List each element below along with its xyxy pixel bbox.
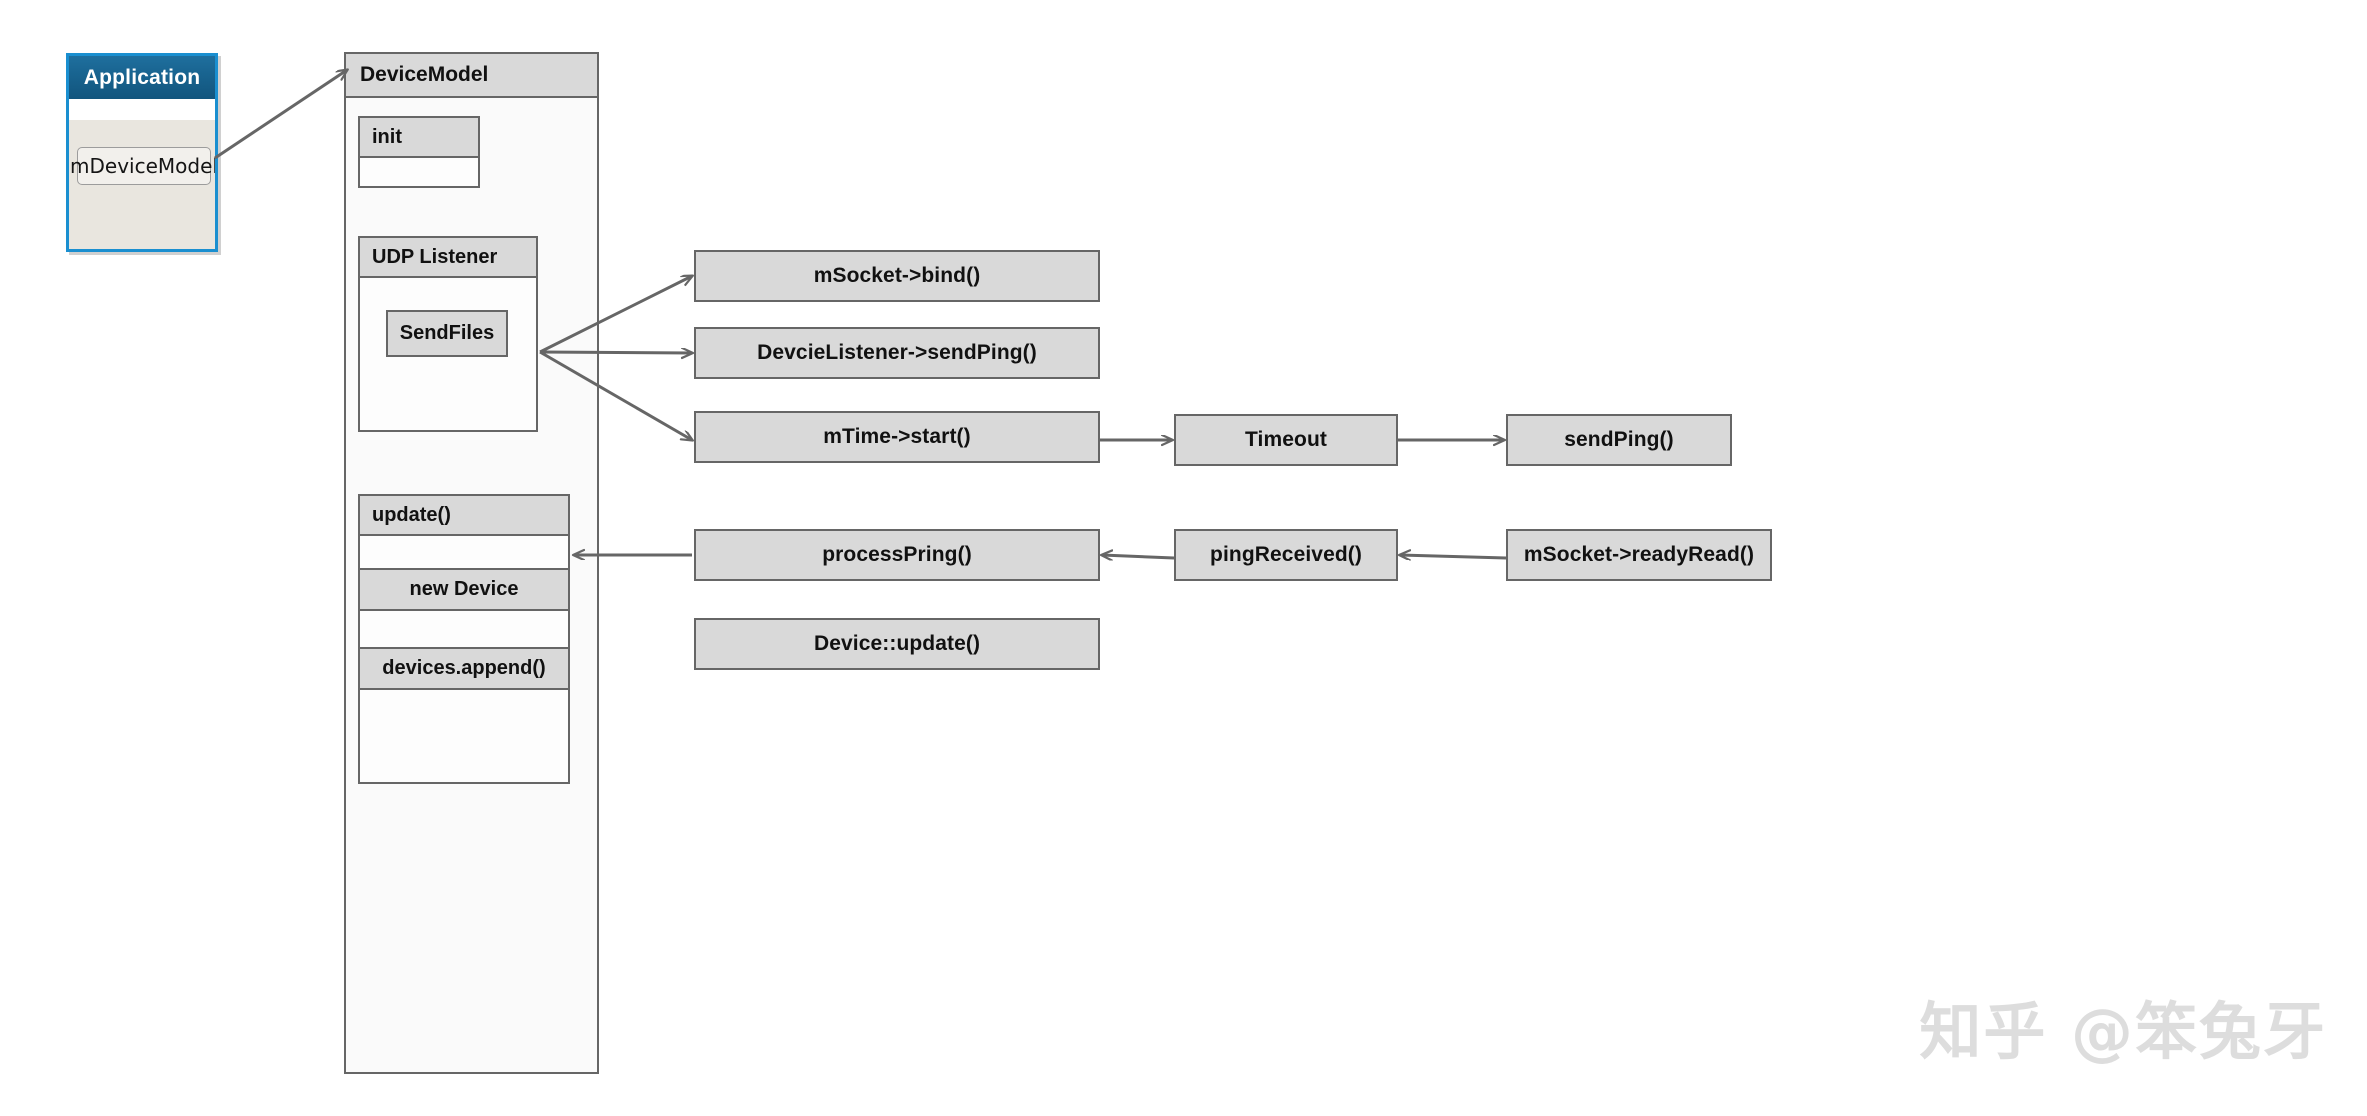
- watermark: 知乎 @笨兔牙: [1919, 995, 2327, 1068]
- sendfiles-label: SendFiles: [399, 322, 495, 344]
- node-ping-received[interactable]: pingReceived(): [1174, 529, 1398, 581]
- device-model-header: DeviceModel: [346, 54, 597, 98]
- devices-append-box[interactable]: devices.append(): [358, 647, 570, 690]
- panel-udp-listener: UDP Listener SendFiles: [358, 236, 538, 432]
- panel-init-title: init: [372, 125, 402, 148]
- application-body: mDeviceModel: [69, 120, 215, 249]
- node-device-listener-send-ping[interactable]: DevcieListener->sendPing(): [694, 327, 1100, 379]
- node-device-update-label: Device::update(): [813, 632, 981, 656]
- sendfiles-box[interactable]: SendFiles: [386, 310, 508, 357]
- node-ping-received-label: pingReceived(): [1210, 543, 1362, 567]
- new-device-box[interactable]: new Device: [358, 568, 570, 611]
- panel-update-title: update(): [372, 503, 451, 526]
- application-menustrip: [69, 99, 215, 120]
- node-socket-ready-read-label: mSocket->readyRead(): [1523, 543, 1755, 567]
- node-process-pring[interactable]: processPring(): [694, 529, 1100, 581]
- panel-udp-listener-title: UDP Listener: [372, 245, 498, 268]
- node-device-listener-send-ping-label: DevcieListener->sendPing(): [757, 341, 1037, 365]
- panel-init-body: [360, 158, 478, 186]
- device-model-title: DeviceModel: [360, 63, 489, 86]
- node-socket-ready-read[interactable]: mSocket->readyRead(): [1506, 529, 1772, 581]
- application-title: Application: [83, 65, 201, 89]
- panel-init-header: init: [360, 118, 478, 158]
- application-window: Application mDeviceModel: [66, 53, 218, 252]
- node-timeout-label: Timeout: [1245, 428, 1327, 452]
- panel-udp-listener-header: UDP Listener: [360, 238, 536, 278]
- devices-append-label: devices.append(): [382, 657, 546, 679]
- device-model-container: DeviceModel init UDP Listener SendFiles …: [344, 52, 599, 1074]
- panel-udp-listener-body: SendFiles: [360, 278, 536, 430]
- panel-update-body: new Device devices.append(): [358, 536, 570, 782]
- link-ping-received-to-process-pring: [1102, 555, 1175, 558]
- link-socket-ready-read-to-ping-received: [1400, 555, 1507, 558]
- node-timeout[interactable]: Timeout: [1174, 414, 1398, 466]
- node-socket-bind[interactable]: mSocket->bind(): [694, 250, 1100, 302]
- node-process-pring-label: processPring(): [822, 543, 972, 567]
- node-device-update[interactable]: Device::update(): [694, 618, 1100, 670]
- node-socket-bind-label: mSocket->bind(): [813, 264, 981, 288]
- node-mtime-start[interactable]: mTime->start(): [694, 411, 1100, 463]
- node-send-ping-label: sendPing(): [1564, 428, 1674, 452]
- panel-update-header: update(): [360, 496, 568, 536]
- node-send-ping[interactable]: sendPing(): [1506, 414, 1732, 466]
- new-device-label: new Device: [409, 578, 519, 600]
- mdevicemodel-field[interactable]: mDeviceModel: [70, 147, 215, 185]
- node-mtime-start-label: mTime->start(): [823, 425, 971, 449]
- panel-update: update() new Device devices.append(): [358, 494, 570, 784]
- link-app-to-devicemodel: [214, 70, 347, 160]
- application-titlebar: Application: [69, 56, 215, 99]
- panel-init: init: [358, 116, 480, 188]
